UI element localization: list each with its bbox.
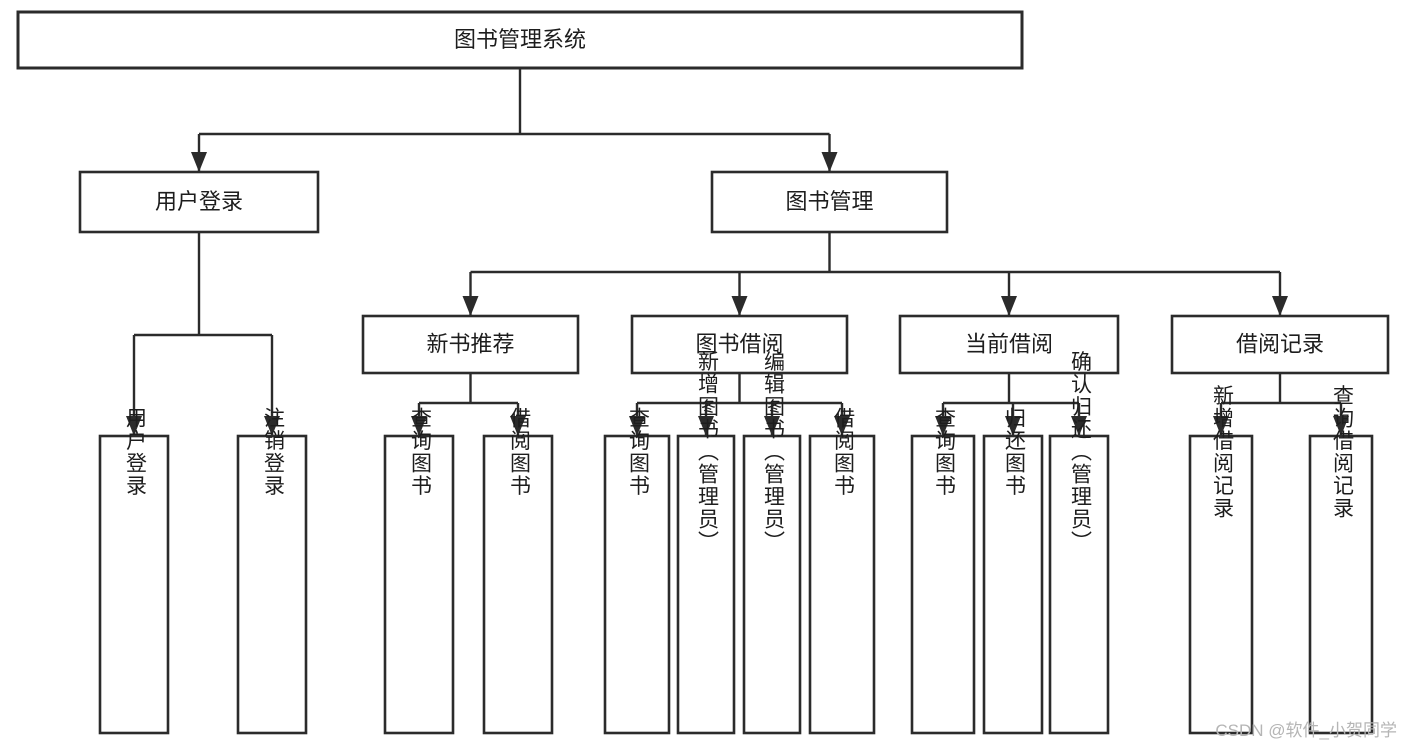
arrow-head-icon (126, 416, 142, 436)
arrow-head-icon (1001, 296, 1017, 316)
arrow-head-icon (629, 416, 645, 436)
node-label-borrow-book-2: 借阅图书 (831, 407, 855, 497)
node-label-user-logout-leaf: 注销登录 (261, 407, 285, 497)
node-box-query-book-1[interactable] (383, 434, 455, 735)
node-label-query-borrow-record: 查询借阅记录 (1330, 385, 1354, 520)
arrow-head-icon (698, 416, 714, 436)
arrow-head-icon (462, 296, 479, 316)
node-label-query-book-1: 查询图书 (408, 407, 432, 497)
node-box-edit-book-admin[interactable] (742, 434, 802, 735)
node-borrow-record[interactable]: 借阅记录 (1170, 314, 1390, 375)
node-label-edit-book-admin: 编辑图书（管理员） (761, 351, 785, 554)
node-user-logout-leaf[interactable]: 注销登录 (236, 407, 308, 735)
arrow-head-icon (731, 296, 748, 316)
node-label-user-login-leaf: 用户登录 (123, 407, 147, 497)
node-box-new-book-recommend[interactable] (361, 314, 580, 375)
node-box-user-login-leaf[interactable] (98, 434, 170, 735)
node-label-query-book-2: 查询图书 (626, 407, 650, 497)
node-box-current-borrow[interactable] (898, 314, 1120, 375)
node-box-borrow-record[interactable] (1170, 314, 1390, 375)
node-box-root[interactable] (16, 10, 1024, 70)
node-add-book-admin[interactable]: 新增图书（管理员） (676, 351, 736, 735)
node-label-user-login: 用户登录 (155, 189, 243, 214)
connector-layer (126, 68, 1349, 436)
arrow-head-icon (264, 416, 280, 436)
node-book-manage[interactable]: 图书管理 (710, 170, 949, 234)
node-box-add-book-admin[interactable] (676, 434, 736, 735)
node-borrow-book-2[interactable]: 借阅图书 (808, 407, 876, 735)
node-query-borrow-record[interactable]: 查询借阅记录 (1308, 385, 1374, 735)
node-box-query-book-2[interactable] (603, 434, 671, 735)
node-borrow-book-1[interactable]: 借阅图书 (482, 407, 554, 735)
node-label-borrow-record: 借阅记录 (1236, 331, 1324, 356)
node-box-add-borrow-record[interactable] (1188, 434, 1254, 735)
node-label-confirm-return-admin: 确认归还（管理员） (1068, 351, 1092, 554)
arrow-head-icon (935, 416, 951, 436)
arrow-head-icon (834, 416, 850, 436)
node-box-return-book[interactable] (982, 434, 1044, 735)
node-box-user-logout-leaf[interactable] (236, 434, 308, 735)
node-label-current-borrow: 当前借阅 (965, 331, 1053, 356)
arrow-head-icon (411, 416, 427, 436)
node-label-return-book: 归还图书 (1002, 407, 1026, 497)
node-box-borrow-book-1[interactable] (482, 434, 554, 735)
node-box-confirm-return-admin[interactable] (1048, 434, 1110, 735)
node-root[interactable]: 图书管理系统 (16, 10, 1024, 70)
node-label-root: 图书管理系统 (454, 27, 586, 52)
arrow-head-icon (510, 416, 526, 436)
node-user-login[interactable]: 用户登录 (78, 170, 320, 234)
node-query-book-2[interactable]: 查询图书 (603, 407, 671, 735)
node-book-borrow[interactable]: 图书借阅 (630, 314, 849, 375)
node-box-query-borrow-record[interactable] (1308, 434, 1374, 735)
node-add-borrow-record[interactable]: 新增借阅记录 (1188, 385, 1254, 735)
node-query-book-1[interactable]: 查询图书 (383, 407, 455, 735)
node-confirm-return-admin[interactable]: 确认归还（管理员） (1048, 351, 1110, 735)
node-box-book-manage[interactable] (710, 170, 949, 234)
node-box-book-borrow[interactable] (630, 314, 849, 375)
node-layer: 图书管理系统用户登录图书管理用户登录注销登录新书推荐查询图书借阅图书图书借阅查询… (16, 10, 1390, 735)
node-query-book-3[interactable]: 查询图书 (910, 407, 976, 735)
node-label-new-book-recommend: 新书推荐 (426, 331, 514, 356)
arrow-head-icon (191, 152, 207, 172)
node-box-user-login[interactable] (78, 170, 320, 234)
arrow-head-icon (1272, 296, 1288, 316)
node-edit-book-admin[interactable]: 编辑图书（管理员） (742, 351, 802, 735)
arrow-head-icon (764, 416, 780, 436)
node-label-add-borrow-record: 新增借阅记录 (1210, 385, 1234, 520)
node-current-borrow[interactable]: 当前借阅 (898, 314, 1120, 375)
node-label-query-book-3: 查询图书 (932, 407, 956, 497)
node-box-borrow-book-2[interactable] (808, 434, 876, 735)
arrow-head-icon (1071, 416, 1087, 436)
arrow-head-icon (1333, 416, 1349, 436)
node-user-login-leaf[interactable]: 用户登录 (98, 407, 170, 735)
watermark-text: CSDN @软件_小贺同学 (1215, 721, 1397, 740)
node-box-query-book-3[interactable] (910, 434, 976, 735)
node-label-book-manage: 图书管理 (785, 189, 873, 214)
node-label-book-borrow: 图书借阅 (695, 331, 783, 356)
node-return-book[interactable]: 归还图书 (982, 407, 1044, 735)
node-label-borrow-book-1: 借阅图书 (507, 407, 531, 497)
node-label-add-book-admin: 新增图书（管理员） (695, 351, 719, 554)
arrow-head-icon (1213, 416, 1229, 436)
node-new-book-recommend[interactable]: 新书推荐 (361, 314, 580, 375)
arrow-head-icon (821, 152, 838, 172)
arrow-head-icon (1005, 416, 1021, 436)
